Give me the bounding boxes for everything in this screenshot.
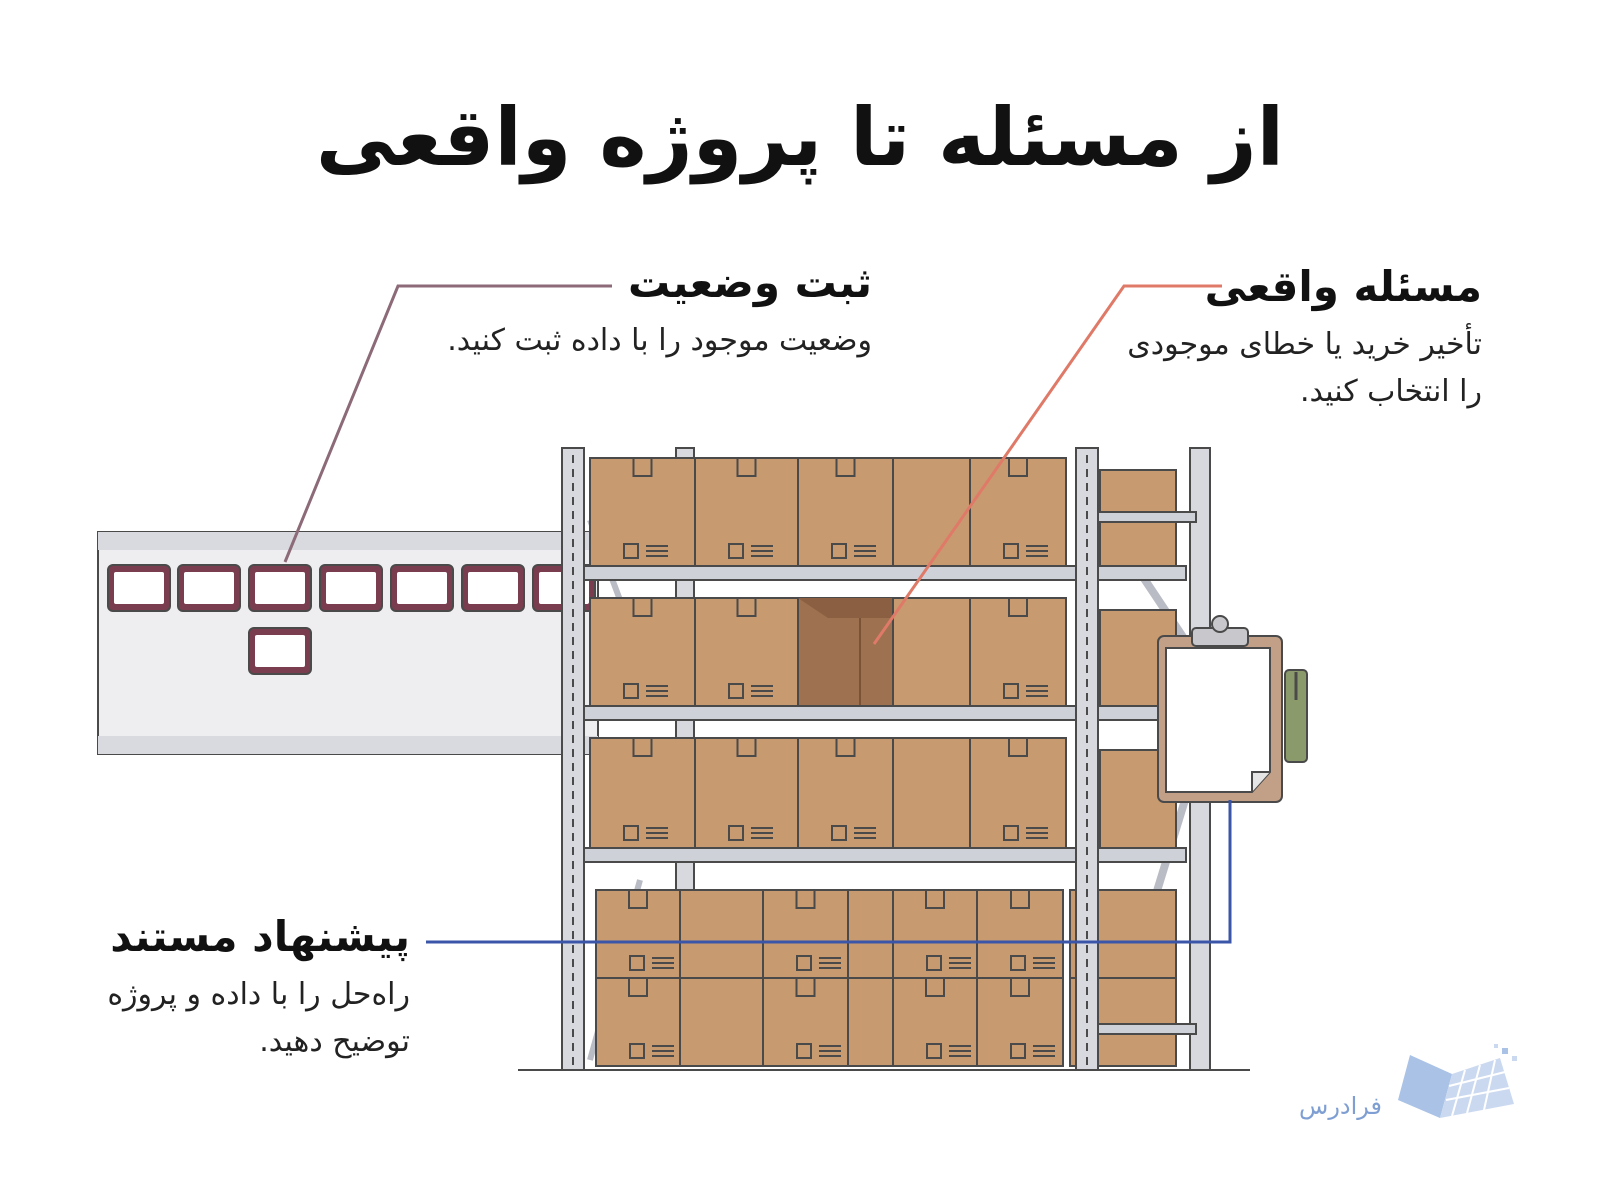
- cardboard-box: [595, 889, 681, 979]
- cardboard-box: [969, 457, 1067, 567]
- dashboard-slot: [248, 564, 312, 612]
- page-title: از مسئله تا پروژه واقعی: [315, 91, 1285, 184]
- cardboard-box: [694, 457, 799, 567]
- cardboard-box: [892, 597, 971, 707]
- dashboard-panel: [97, 531, 599, 755]
- callout-real-problem-body: تأخیر خرید یا خطای موجودی را انتخاب کنید…: [1127, 327, 1482, 409]
- dashboard-slot: [461, 564, 525, 612]
- callout-record-status-body: وضعیت موجود را با داده ثبت کنید.: [447, 323, 872, 359]
- open-book-logo-icon: [1398, 1044, 1517, 1118]
- cardboard-box: [694, 597, 799, 707]
- clipboard-icon: [1157, 615, 1308, 803]
- cardboard-box: [797, 457, 894, 567]
- callout-real-problem: مسئله واقعی تأخیر خرید یا خطای موجودی را…: [1122, 262, 1482, 415]
- cardboard-box: [694, 737, 799, 849]
- dashboard-slot: [319, 564, 383, 612]
- callout-documented-proposal-heading: پیشنهاد مستند: [110, 912, 410, 961]
- cardboard-box: [892, 977, 978, 1067]
- cardboard-box: [847, 889, 894, 979]
- callout-real-problem-heading: مسئله واقعی: [1204, 262, 1482, 311]
- cardboard-box: [595, 977, 681, 1067]
- callout-record-status: ثبت وضعیت وضعیت موجود را با داده ثبت کنی…: [372, 258, 872, 365]
- dashboard-slot: [248, 627, 312, 675]
- cardboard-box: [847, 977, 894, 1067]
- callout-documented-proposal: پیشنهاد مستند راه‌حل را با داده و پروژه …: [70, 912, 410, 1065]
- cardboard-box: [589, 457, 696, 567]
- cardboard-box: [892, 457, 971, 567]
- shelving-unit: [518, 447, 1250, 1071]
- cardboard-box: [892, 737, 971, 849]
- dashboard-slot: [390, 564, 454, 612]
- cardboard-box: [892, 889, 978, 979]
- leader-line-record: [283, 284, 612, 563]
- cardboard-box: [679, 889, 764, 979]
- cardboard-box: [797, 737, 894, 849]
- cardboard-box: [589, 597, 696, 707]
- empty-shelf-slot: [797, 597, 894, 707]
- cardboard-box: [969, 597, 1067, 707]
- brand-name: فرادرس: [1299, 1092, 1382, 1120]
- cardboard-box: [762, 889, 849, 979]
- cardboard-box: [589, 737, 696, 849]
- side-crossbar: [1095, 511, 1197, 523]
- cardboard-box: [762, 977, 849, 1067]
- callout-documented-proposal-body: راه‌حل را با داده و پروژه توضیح دهید.: [107, 977, 410, 1059]
- cardboard-box: [679, 977, 764, 1067]
- side-crossbar: [1095, 1023, 1197, 1035]
- dashboard-slot: [107, 564, 171, 612]
- leader-line-proposal: [426, 800, 1232, 944]
- dashboard-slot: [177, 564, 241, 612]
- leader-line-problem: [872, 284, 1222, 645]
- callout-record-status-heading: ثبت وضعیت: [627, 258, 872, 307]
- cardboard-box: [976, 977, 1064, 1067]
- cardboard-box: [976, 889, 1064, 979]
- cardboard-box: [969, 737, 1067, 849]
- inventory-boxes: [589, 457, 1177, 1067]
- leader-lines: [283, 284, 1232, 944]
